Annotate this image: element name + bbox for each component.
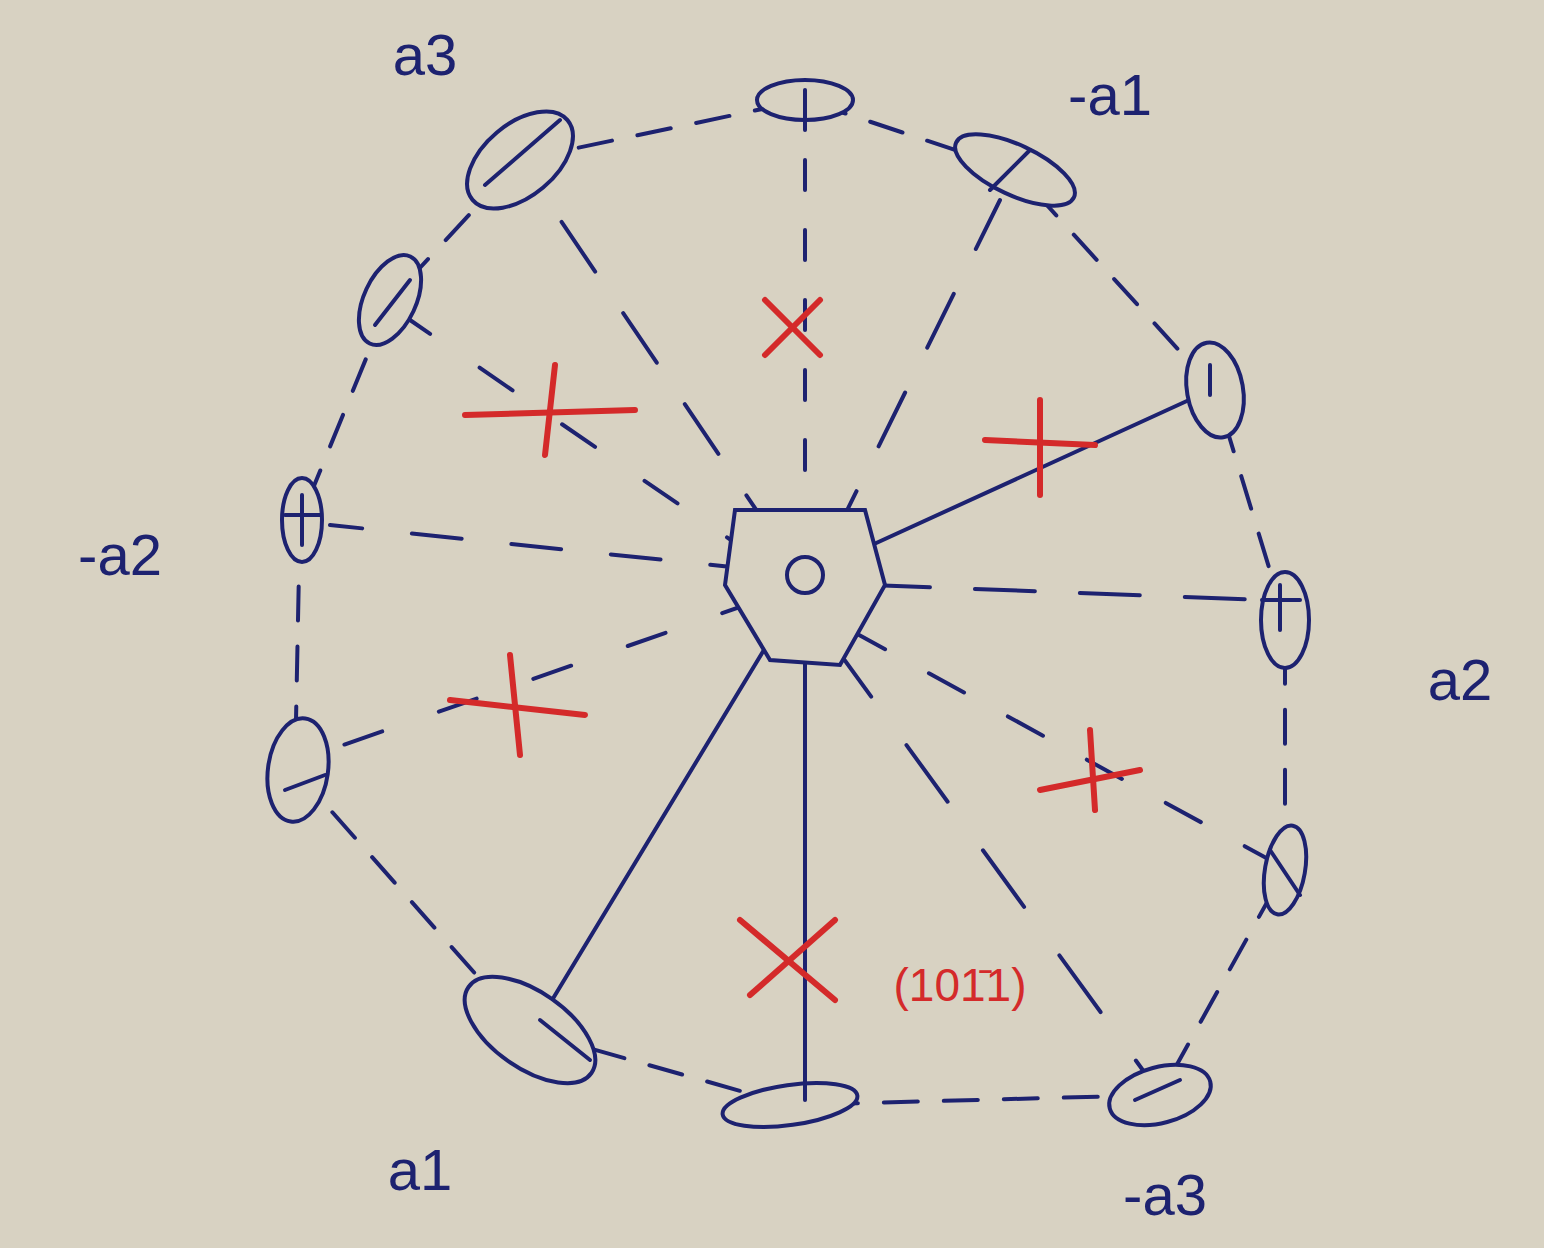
pole-oval	[757, 80, 853, 130]
primitive-circle	[295, 100, 1285, 1105]
plane-pole-cross	[765, 300, 820, 355]
pole-oval	[720, 1076, 860, 1135]
spoke-line	[330, 525, 760, 570]
plane-index: (101̄1)	[890, 958, 1031, 1013]
plane-pole-cross	[740, 920, 835, 1000]
plane-pole-cross	[465, 365, 635, 455]
spoke-line	[870, 585, 1265, 600]
axis-label: -a3	[1119, 1161, 1211, 1229]
plane-pole-cross	[985, 400, 1095, 495]
spoke-line	[803, 660, 807, 1085]
spoke-line	[540, 640, 770, 1020]
axis-label: a2	[1424, 646, 1497, 714]
plane-pole-cross	[450, 655, 585, 755]
spoke-line	[830, 640, 1150, 1080]
pole-oval	[447, 956, 613, 1104]
spoke-line	[410, 320, 760, 560]
pole-oval	[1103, 1054, 1218, 1135]
axis-label: -a1	[1064, 61, 1156, 129]
pole-oval	[261, 714, 335, 825]
axis-label: a1	[384, 1136, 457, 1204]
plane-pole-cross	[1040, 730, 1140, 810]
axis-label: -a2	[74, 521, 166, 589]
center-pole	[787, 557, 823, 593]
spoke-line	[300, 600, 760, 760]
spoke-line	[850, 630, 1270, 860]
pole-oval	[1261, 572, 1309, 668]
pole-oval	[1257, 822, 1312, 918]
pole-oval	[1179, 338, 1251, 442]
pole-oval	[449, 93, 590, 228]
axis-label: a3	[389, 21, 462, 89]
spoke-line	[850, 395, 1200, 555]
pole-oval	[946, 120, 1085, 220]
hexagon-symbol	[725, 510, 885, 665]
pole-oval	[346, 246, 434, 355]
spoke-line	[830, 200, 1000, 545]
pole-oval	[282, 478, 322, 562]
